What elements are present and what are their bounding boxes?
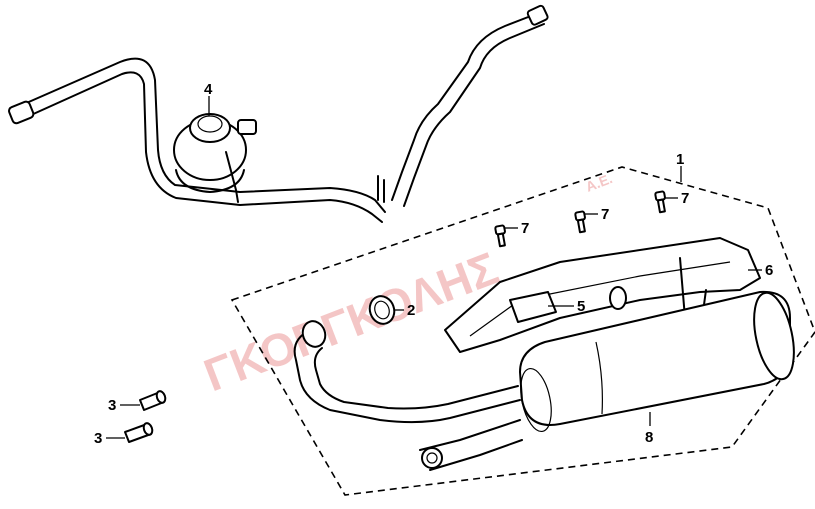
exhaust-gasket [368, 295, 396, 325]
watermark-suffix: Α.Ε. [583, 170, 614, 195]
callout-5: 5 [577, 298, 585, 315]
muffler-assembly [293, 237, 795, 471]
callout-7-left: 7 [521, 220, 529, 237]
air-hose-assembly [8, 4, 549, 223]
callout-8: 8 [645, 429, 653, 446]
callout-6: 6 [765, 262, 773, 279]
exhaust-stud-nuts [124, 390, 167, 443]
callout-7-right: 7 [681, 190, 689, 207]
callout-4: 4 [204, 81, 213, 98]
callout-3-lower: 3 [94, 430, 102, 447]
callout-labels: 1 2 3 3 4 5 6 7 7 7 8 [94, 81, 773, 447]
callout-3-upper: 3 [108, 397, 116, 414]
leader-lines [106, 96, 762, 439]
callout-2: 2 [407, 302, 415, 319]
assembly-boundary [230, 166, 815, 496]
callout-7-middle: 7 [601, 206, 609, 223]
mounting-bolts [494, 190, 666, 248]
callout-1: 1 [676, 151, 684, 168]
